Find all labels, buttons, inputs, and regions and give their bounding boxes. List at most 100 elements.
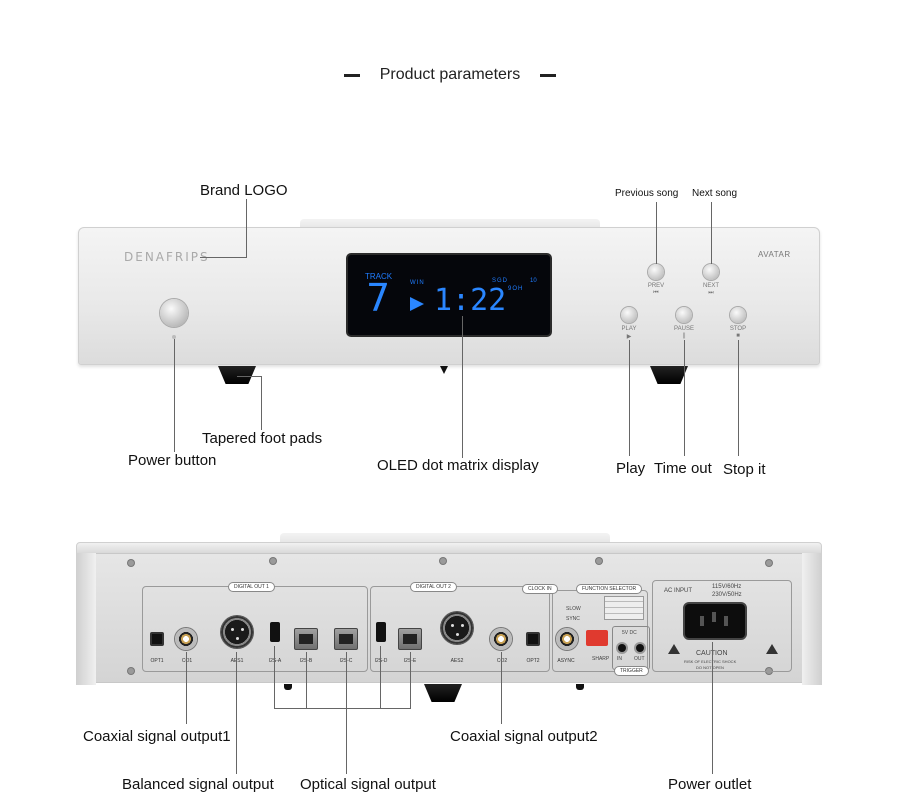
label-time-out: Time out <box>654 460 712 477</box>
i2s-b-port[interactable] <box>294 628 318 650</box>
display-win-label: WIN <box>410 280 425 286</box>
rear-side-left <box>76 553 96 685</box>
brand-logo: DENAFRIPS <box>124 250 210 264</box>
label-next-song: Next song <box>692 188 738 199</box>
screw <box>128 560 134 566</box>
label-coaxial2: Coaxial signal output2 <box>450 728 598 745</box>
i2s-a-port[interactable] <box>270 622 280 642</box>
i2s-d-port[interactable] <box>376 622 386 642</box>
leader-i2s-a <box>274 646 275 708</box>
selector-table <box>604 596 644 620</box>
power-button[interactable] <box>160 299 188 327</box>
display-bit-label: 9OH <box>508 286 524 292</box>
next-icon: ⏭ <box>708 290 714 296</box>
leader-coaxial2 <box>501 652 502 724</box>
i2s-c-port[interactable] <box>334 628 358 650</box>
trigger-out-label: OUT <box>634 656 645 662</box>
screw <box>766 560 772 566</box>
display-rate-label: SGD <box>492 278 509 284</box>
ac-input-group <box>652 580 792 672</box>
sync-label: SYNC <box>566 616 580 622</box>
model-name: AVATAR <box>758 250 791 259</box>
trigger-in-label: IN <box>617 656 622 662</box>
foot-pad-left <box>218 366 256 384</box>
next-caption: NEXT <box>702 283 719 289</box>
trigger-spec: 5V DC <box>622 630 637 636</box>
leader-optical <box>346 708 347 774</box>
i2s-a-caption: I2S-A <box>264 658 286 664</box>
label-brand-logo: Brand LOGO <box>200 182 288 199</box>
play-button[interactable] <box>621 307 637 323</box>
inlet-pin <box>700 616 704 626</box>
play-caption: PLAY <box>621 326 637 332</box>
leader-i2s-b <box>306 652 307 708</box>
digital-out2-group <box>370 586 550 672</box>
leader-brand-v <box>246 199 247 257</box>
rear-foot-small <box>576 684 584 690</box>
co2-port[interactable] <box>490 628 512 650</box>
label-stop-it: Stop it <box>723 461 766 478</box>
rj-socket <box>339 634 353 644</box>
label-play: Play <box>616 460 646 477</box>
pause-caption: PAUSE <box>674 326 694 332</box>
trigger-label: TRIGGER <box>614 666 649 676</box>
leader-power-outlet <box>712 642 713 774</box>
next-button[interactable] <box>703 264 719 280</box>
rear-foot-small <box>284 684 292 690</box>
xlr-pin <box>451 624 454 627</box>
dip-switch[interactable] <box>586 630 608 646</box>
label-tapered-foot-pads: Tapered foot pads <box>202 430 323 447</box>
display-time: 1:22 <box>434 283 507 318</box>
co1-port[interactable] <box>175 628 197 650</box>
label-oled-display: OLED dot matrix display <box>377 457 539 474</box>
xlr-pin <box>456 633 459 636</box>
label-previous-song: Previous song <box>615 188 679 199</box>
function-selector-label: FUNCTION SELECTOR <box>576 584 643 594</box>
oled-display <box>346 253 552 337</box>
ac-input-label: AC INPUT <box>664 588 693 594</box>
inlet-pin <box>724 616 728 626</box>
rj-socket <box>299 634 313 644</box>
leader-oled <box>462 316 463 458</box>
opt2-port[interactable] <box>526 632 540 646</box>
pause-icon: || <box>682 333 686 339</box>
leader-stop <box>738 340 739 456</box>
heading-dash-right <box>540 73 557 77</box>
aes1-port[interactable] <box>221 616 253 648</box>
rear-side-right <box>802 553 822 685</box>
leader-i2s-c <box>346 652 347 708</box>
xlr-pin <box>236 637 239 640</box>
caution-line1: RISK OF ELECTRIC SHOCK <box>684 659 737 664</box>
leader-balanced <box>236 652 237 774</box>
xlr-pin <box>461 624 464 627</box>
xlr-pin <box>241 628 244 631</box>
pause-button[interactable] <box>676 307 692 323</box>
heading-dash-left <box>343 73 360 77</box>
label-optical: Optical signal output <box>300 776 436 793</box>
stop-button[interactable] <box>730 307 746 323</box>
leader-i2s-d <box>380 646 381 708</box>
caution-title: CAUTION <box>696 650 728 657</box>
co1-caption: CO1 <box>181 658 193 664</box>
inlet-pin <box>712 612 716 622</box>
aes2-port[interactable] <box>441 612 473 644</box>
opt2-caption: OPT2 <box>526 658 540 664</box>
xlr-pin <box>231 628 234 631</box>
aes1-caption: AES1 <box>226 658 248 664</box>
trigger-out-jack[interactable] <box>636 644 644 652</box>
leader-foot-h <box>237 376 261 377</box>
leader-power <box>174 339 175 452</box>
opt1-port[interactable] <box>150 632 164 646</box>
label-coaxial1: Coaxial signal output1 <box>83 728 231 745</box>
prev-button[interactable] <box>648 264 664 280</box>
ac-spec-2: 230V/50Hz <box>712 592 742 598</box>
leader-pause <box>684 340 685 456</box>
i2s-d-caption: I2S-D <box>374 658 388 664</box>
warning-icon <box>766 644 778 654</box>
async-clock-port[interactable] <box>556 628 578 650</box>
display-track-label: TRACK <box>365 272 393 281</box>
label-power-button: Power button <box>128 452 217 469</box>
trigger-in-jack[interactable] <box>618 644 626 652</box>
foot-pad-right <box>650 366 688 384</box>
i2s-e-port[interactable] <box>398 628 422 650</box>
